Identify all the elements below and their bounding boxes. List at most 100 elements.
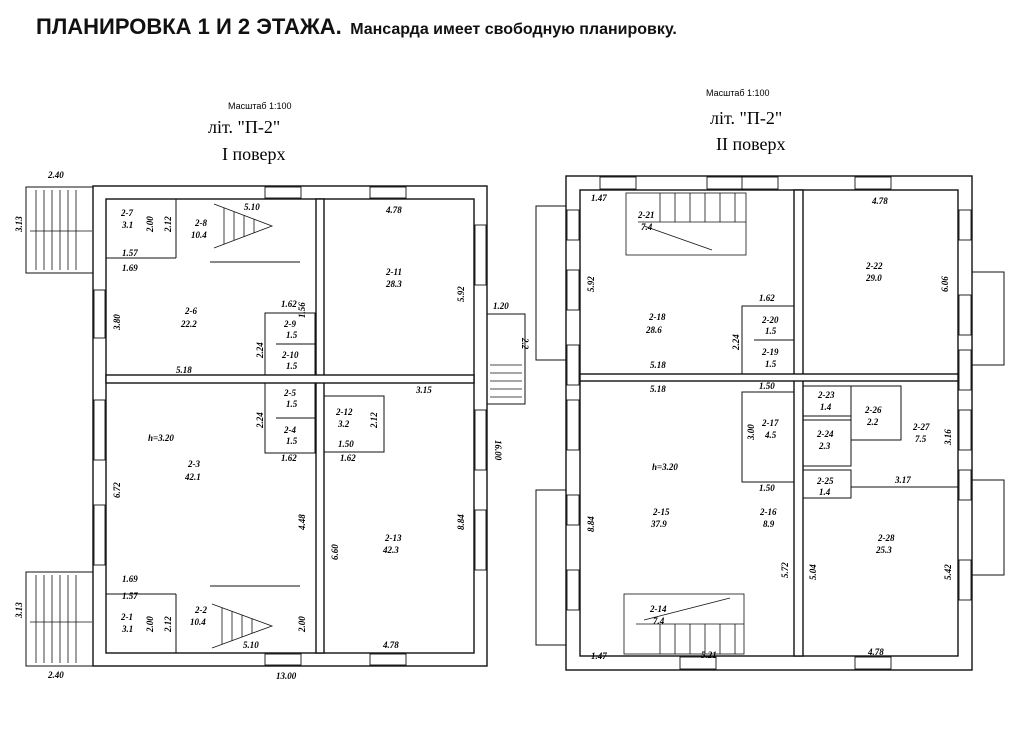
dimension-label: 2.12 — [369, 412, 379, 429]
room-area: 1.5 — [765, 359, 777, 369]
room-area: 22.2 — [180, 319, 197, 329]
dimension-label: 1.62 — [281, 299, 297, 309]
dimension-label: 13.00 — [276, 671, 297, 681]
room-area: 28.3 — [385, 279, 402, 289]
room-area: 7.4 — [641, 222, 653, 232]
dimension-label: 1.69 — [122, 574, 138, 584]
floor-1-room-2-12 — [323, 395, 385, 453]
floor-2-stair-upper — [625, 192, 747, 256]
room-area: 3.2 — [337, 419, 350, 429]
room-area: 3.1 — [121, 624, 133, 634]
floor-1-plan: Масштаб 1:100 літ. "П-2" І поверх — [14, 101, 530, 681]
room-id: 2-21 — [637, 210, 655, 220]
room-id: 2-9 — [283, 319, 296, 329]
room-id: 2-28 — [877, 533, 895, 543]
room-id: 2-11 — [385, 267, 402, 277]
room-id: 2-20 — [761, 315, 779, 325]
room-area: 1.4 — [820, 402, 832, 412]
dimension-label: 4.48 — [297, 514, 307, 531]
dimension-label: 3.80 — [112, 314, 122, 331]
page-header: ПЛАНИРОВКА 1 И 2 ЭТАЖА. Мансарда имеет с… — [36, 14, 677, 40]
floor-1-porch-right-steps — [490, 364, 522, 398]
room-id: 2-7 — [120, 208, 133, 218]
dimension-label: 3.13 — [14, 216, 24, 233]
room-area: 3.1 — [121, 220, 133, 230]
room-area: 1.5 — [765, 326, 777, 336]
floor-2-cross-wall — [579, 373, 959, 382]
floor-2-scale: Масштаб 1:100 — [706, 88, 770, 98]
floor-2-room-2-26 — [850, 385, 902, 441]
room-id: 2-4 — [283, 425, 296, 435]
room-area: 1.5 — [286, 330, 298, 340]
dimension-label: 3.15 — [415, 385, 432, 395]
room-id: 2-23 — [817, 390, 835, 400]
page-title: ПЛАНИРОВКА 1 И 2 ЭТАЖА. — [36, 14, 342, 39]
dimension-label: 5.42 — [943, 564, 953, 580]
room-id: 2-13 — [384, 533, 402, 543]
room-area: 37.9 — [650, 519, 667, 529]
dimension-label: 2.24 — [255, 342, 265, 359]
dimension-label: 1.57 — [122, 248, 138, 258]
dimension-label: 1.50 — [338, 439, 354, 449]
room-area: 2.2 — [866, 417, 879, 427]
dimension-label: 3.00 — [746, 424, 756, 441]
dimension-label: 1.47 — [591, 193, 607, 203]
room-area: 7.5 — [915, 434, 927, 444]
floor-1-inner-wall — [105, 198, 475, 654]
dimension-label: 5.21 — [701, 650, 717, 660]
dimension-label: 4.78 — [382, 640, 399, 650]
dimension-label: 5.18 — [650, 384, 666, 394]
dimension-label: 1.69 — [122, 263, 138, 273]
floor-1-porch-bottom-steps — [30, 575, 92, 663]
room-id: 2-10 — [281, 350, 299, 360]
dimension-label: 2.40 — [47, 670, 64, 680]
room-id: 2-27 — [912, 422, 930, 432]
floor-1-stair-upper — [213, 203, 274, 249]
floor-1-cross-wall — [105, 374, 475, 384]
room-id: 2-19 — [761, 347, 779, 357]
floor-2-floor: ІІ поверх — [716, 134, 786, 154]
floor-1-porch-top-steps — [30, 190, 92, 270]
room-id: 2-16 — [759, 507, 777, 517]
dimension-label: 1.62 — [281, 453, 297, 463]
dimension-label: 3.17 — [894, 475, 911, 485]
dimension-label: 8.84 — [586, 516, 596, 532]
dimension-label: 2.2 — [520, 337, 530, 350]
floor-1-porch-top — [25, 186, 94, 274]
floor-2-balcony-left-top — [535, 205, 566, 361]
room-id: 2-12 — [335, 407, 353, 417]
room-id: 2-25 — [816, 476, 834, 486]
room-area: 1.5 — [286, 436, 298, 446]
room-id: 2-26 — [864, 405, 882, 415]
dimension-label: 1.50 — [759, 483, 775, 493]
dimension-label: 3.16 — [943, 429, 953, 446]
room-area: 42.3 — [382, 545, 399, 555]
dimension-label: 2.00 — [145, 216, 155, 233]
floor-2-inner-wall — [579, 189, 959, 657]
room-height: h=3.20 — [652, 462, 678, 472]
room-area: 10.4 — [190, 617, 206, 627]
dimension-label: 4.78 — [385, 205, 402, 215]
dimension-label: 1.50 — [759, 381, 775, 391]
room-area: 42.1 — [184, 472, 201, 482]
floor-2-balcony-left-bottom — [535, 489, 566, 646]
dimension-label: 2.40 — [47, 170, 64, 180]
dimension-label: 5.18 — [176, 365, 192, 375]
room-id: 2-5 — [283, 388, 296, 398]
dimension-label: 8.84 — [456, 514, 466, 530]
dimension-label: 4.78 — [871, 196, 888, 206]
floor-2-lit: літ. "П-2" — [710, 108, 782, 128]
room-id: 2-17 — [761, 418, 779, 428]
floor-2-room-2-24 — [802, 419, 852, 467]
room-id: 2-15 — [652, 507, 670, 517]
room-area: 7.4 — [653, 616, 665, 626]
room-area: 2.3 — [818, 441, 831, 451]
room-id: 2-22 — [865, 261, 883, 271]
dimension-label: 1.57 — [122, 591, 138, 601]
floor-1-scale: Масштаб 1:100 — [228, 101, 292, 111]
floor-2-room-2-25 — [802, 469, 852, 499]
dimension-label: 5.10 — [244, 202, 260, 212]
dimension-label: 2.12 — [163, 216, 173, 233]
